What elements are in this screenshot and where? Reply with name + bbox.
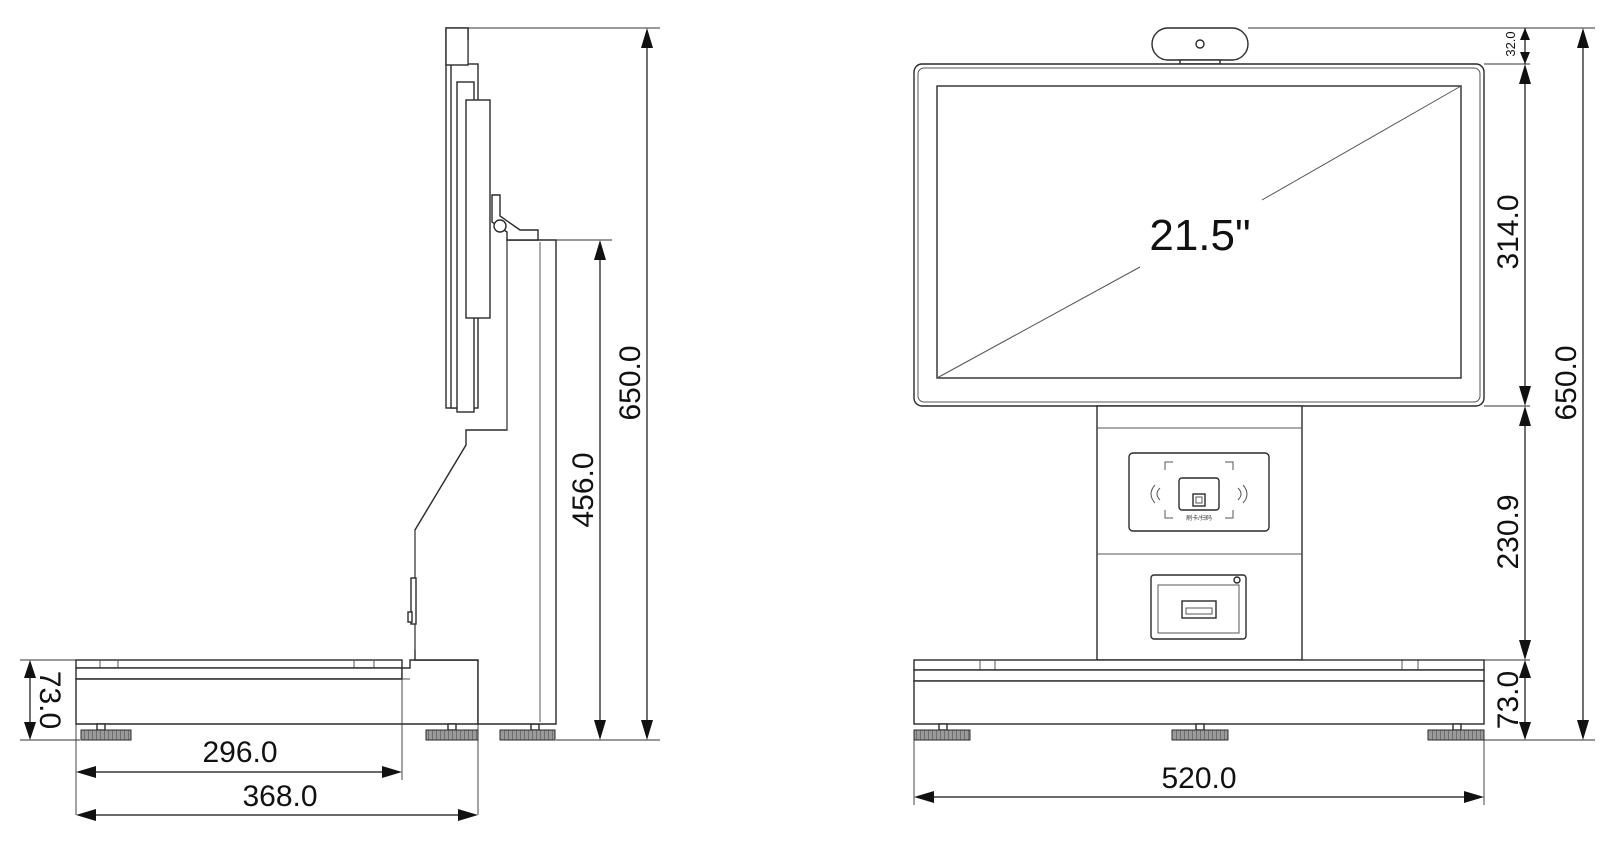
screen-height-label: 314.0: [1492, 194, 1525, 269]
front-foot-right: [1427, 729, 1485, 741]
side-platform-width-label: 296.0: [202, 736, 277, 769]
screen-size-label: 21.5": [1149, 211, 1250, 260]
front-base-body: [913, 680, 1485, 725]
front-base-plate: [913, 659, 1485, 671]
printer-led-icon: [1233, 576, 1241, 584]
printer-slot: [1181, 600, 1217, 619]
front-foot-left: [913, 729, 971, 741]
side-hinge: [491, 194, 539, 241]
front-view: 21.5" 刷卡/扫码: [913, 27, 1595, 805]
front-column-height-label: 230.9: [1492, 494, 1525, 569]
front-foot-middle: [1171, 729, 1229, 741]
nfc-wave-right-icon: [1237, 487, 1242, 501]
side-view: 650.0 456.0 73.0 296.0 368.0: [20, 27, 660, 821]
side-total-height-label: 650.0: [614, 345, 647, 420]
side-column: [414, 239, 557, 725]
side-foot-middle: [425, 729, 479, 741]
side-base-width-label: 368.0: [242, 780, 317, 813]
nfc-wave-left-icon: [1156, 487, 1161, 501]
side-monitor-mount: [465, 99, 491, 319]
side-foot-right: [499, 729, 556, 741]
front-total-height-label: 650.0: [1550, 345, 1583, 420]
camera-height-label: 32.0: [1503, 31, 1518, 56]
camera-lens-icon: [1195, 39, 1205, 49]
front-base-width-label: 520.0: [1161, 762, 1236, 795]
front-monitor-screen: [936, 85, 1462, 379]
front-base-height-label: 73.0: [1492, 671, 1525, 729]
side-base-height-label: 73.0: [33, 671, 66, 729]
side-foot-left: [80, 729, 132, 741]
side-platform-plate: [75, 659, 403, 669]
side-platform-lip: [75, 667, 403, 680]
side-column-height-label: 456.0: [567, 452, 600, 527]
card-reader-caption: 刷卡/扫码: [1186, 514, 1212, 522]
